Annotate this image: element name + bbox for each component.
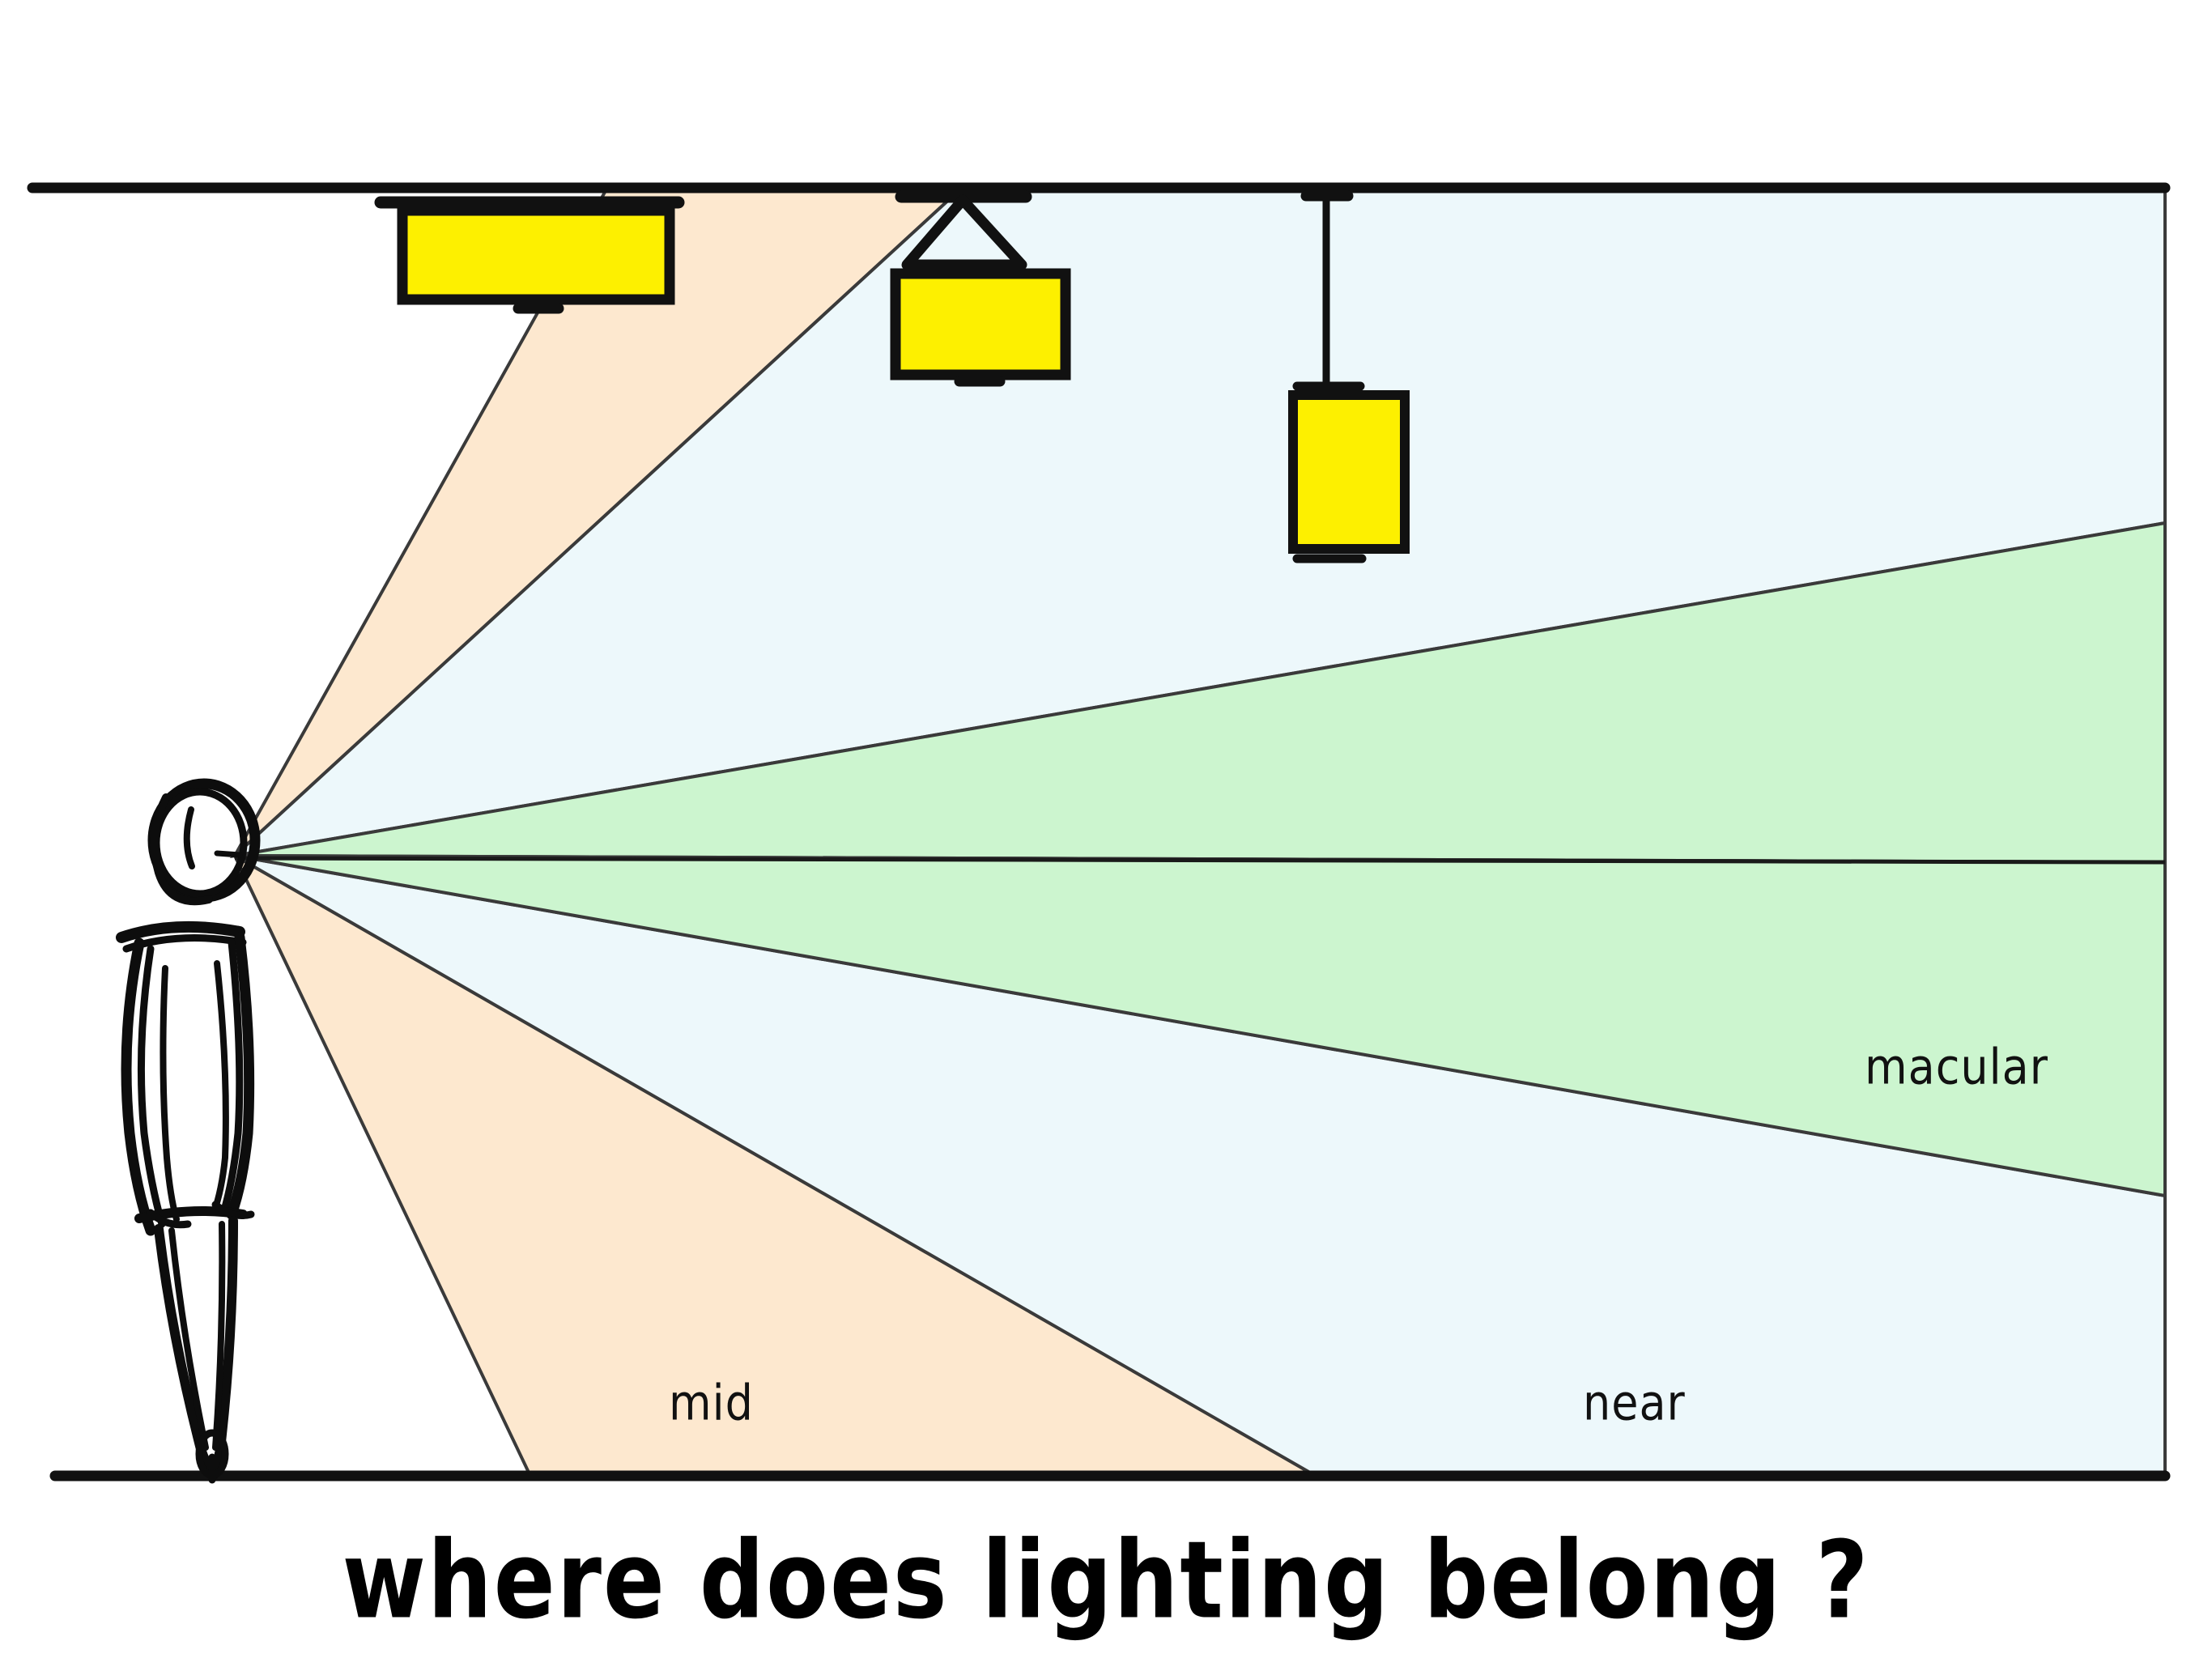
vision-cones [229,186,2167,1477]
person-shoulders [116,920,245,943]
fixture-surface-mount-body [397,205,675,305]
person-head-overdraw [150,793,213,906]
person[interactable] [116,778,261,1484]
person-torso-front [226,932,255,1220]
fixture-bracket-pendant-triangle-bracket [901,194,1027,270]
person-head-inner-scribble [152,788,248,898]
person-face-profile [183,806,195,869]
person-torso-back [121,937,156,1236]
fixture-long-pendant-body [1288,390,1410,554]
person-leg-back [154,1224,217,1480]
person-arm-front [211,960,229,1216]
person-hand-back [147,1209,192,1229]
person-torso-back-overdraw [137,945,166,1228]
caption-text: where does lighting belong ? [342,1519,1870,1643]
fixture-surface-mount[interactable] [374,196,685,314]
person-hand-front [211,1201,255,1219]
zone-label-near: near [1583,1374,1686,1431]
person-eye-mark [214,850,243,858]
zone-label-mid: mid [669,1374,754,1431]
person-leg-back-overdraw [168,1227,209,1451]
fixture-bracket-pendant-body [890,268,1071,380]
fixture-bracket-pendant[interactable] [890,190,1071,387]
zone-label-macular: macular [1865,1038,2048,1095]
room-shell [27,182,2171,1482]
fixture-long-pendant[interactable] [1288,190,1410,563]
center-sight-line [234,856,2166,865]
person-leg-front [209,1216,238,1480]
person-arm-back [160,965,180,1222]
person-torso-front-overdraw [219,938,244,1217]
person-leg-front-overdraw [212,1221,226,1451]
